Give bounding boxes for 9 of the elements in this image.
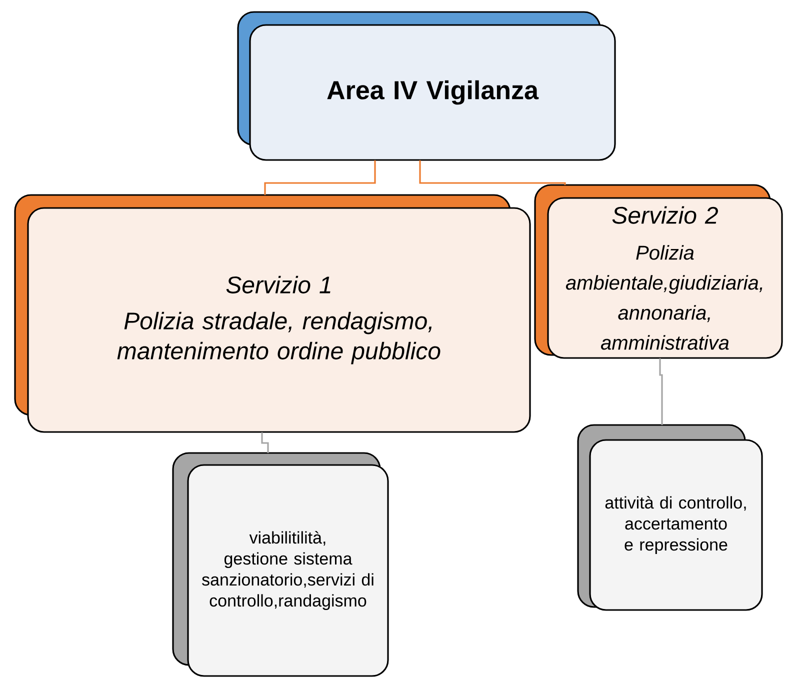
connector-line	[659, 358, 663, 425]
connector-line	[264, 160, 376, 195]
task-box: viabilitilità, gestione sistema sanzionatorio,servizi di controllo,randagismo	[172, 452, 389, 677]
service-box: Servizio 2 Polizia ambientale,giudiziaria, annonaria, amministrativa	[534, 184, 783, 359]
service-box: Servizio 1 Polizia stradale, rendagismo, mantenimento ordine pubblico	[14, 194, 531, 433]
connector-line	[261, 432, 269, 453]
task-box: attività di controllo, accertamento e repressione	[577, 424, 763, 611]
title-box: Area IV Vigilanza	[237, 11, 616, 161]
connector-line	[419, 160, 566, 185]
